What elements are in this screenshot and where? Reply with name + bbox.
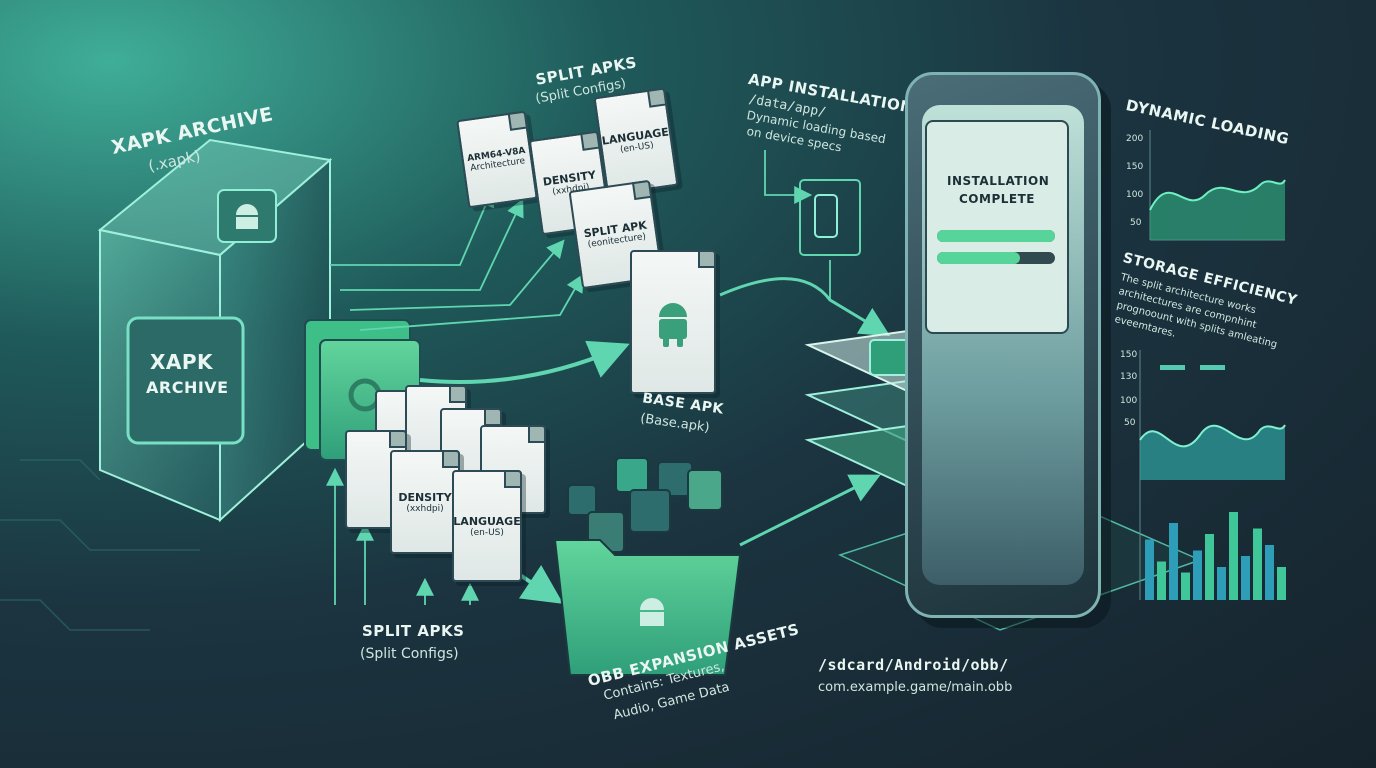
dynamic-tick-0: 200 bbox=[1126, 134, 1144, 144]
obb-path-line2: com.example.game/main.obb bbox=[818, 680, 1013, 695]
xapk-cube bbox=[97, 138, 333, 523]
install-progress-1-fill bbox=[937, 230, 1055, 242]
cube-label-line2: ARCHIVE bbox=[146, 378, 229, 397]
storage-bar bbox=[1145, 539, 1154, 600]
circuit-lines bbox=[0, 459, 200, 631]
split-file-language: LANGUAGE (en-US) bbox=[593, 87, 679, 196]
storage-bar bbox=[1217, 567, 1226, 600]
dynamic-chart bbox=[1149, 130, 1286, 241]
cube-label-line1: XAPK bbox=[150, 350, 214, 374]
obb-folder bbox=[553, 457, 742, 676]
storage-bar bbox=[1229, 512, 1238, 600]
storage-tick-3: 50 bbox=[1124, 418, 1136, 428]
split-bottom-subtitle: (Split Configs) bbox=[360, 646, 459, 662]
storage-tick-1: 130 bbox=[1120, 372, 1138, 382]
storage-bar bbox=[1253, 528, 1262, 600]
install-progress-2-fill bbox=[937, 252, 1020, 264]
split-file-language-bottom: LANGUAGE (en-US) bbox=[452, 470, 522, 582]
dynamic-tick-3: 50 bbox=[1130, 218, 1142, 228]
storage-bar bbox=[1193, 550, 1202, 600]
storage-bar bbox=[1169, 523, 1178, 600]
dynamic-tick-2: 100 bbox=[1126, 190, 1144, 200]
install-screen-line2: COMPLETE bbox=[959, 192, 1035, 206]
file-line1: LANGUAGE bbox=[453, 514, 521, 528]
storage-bar bbox=[1265, 545, 1274, 600]
file-line2: (en-US) bbox=[470, 527, 504, 538]
split-bottom-title: SPLIT APKs bbox=[362, 622, 465, 640]
storage-bar bbox=[1241, 556, 1250, 600]
install-panel: INSTALLATION COMPLETE bbox=[925, 120, 1069, 334]
storage-tick-0: 150 bbox=[1120, 350, 1138, 360]
storage-bar bbox=[1277, 567, 1286, 600]
base-apk-file bbox=[630, 250, 716, 394]
storage-bar bbox=[1157, 561, 1166, 600]
install-progress-1 bbox=[937, 230, 1055, 242]
storage-bar bbox=[1181, 572, 1190, 600]
android-icon bbox=[659, 303, 687, 347]
storage-bars bbox=[1145, 512, 1286, 600]
storage-chart bbox=[1139, 350, 1286, 600]
file-line1: DENSITY bbox=[398, 490, 452, 504]
install-screen-line1: INSTALLATION bbox=[947, 174, 1050, 188]
split-file-architecture: ARM64-v8a Architecture bbox=[456, 110, 538, 209]
split-file-density-bottom: DENSITY (xxhdpi) bbox=[390, 450, 460, 554]
storage-bar bbox=[1205, 534, 1214, 600]
install-progress-2 bbox=[937, 252, 1055, 264]
storage-tick-2: 100 bbox=[1120, 396, 1138, 406]
dynamic-tick-1: 150 bbox=[1126, 162, 1144, 172]
obb-path-line1: /sdcard/Android/obb/ bbox=[818, 656, 1009, 674]
file-line2: (xxhdpi) bbox=[406, 503, 444, 514]
